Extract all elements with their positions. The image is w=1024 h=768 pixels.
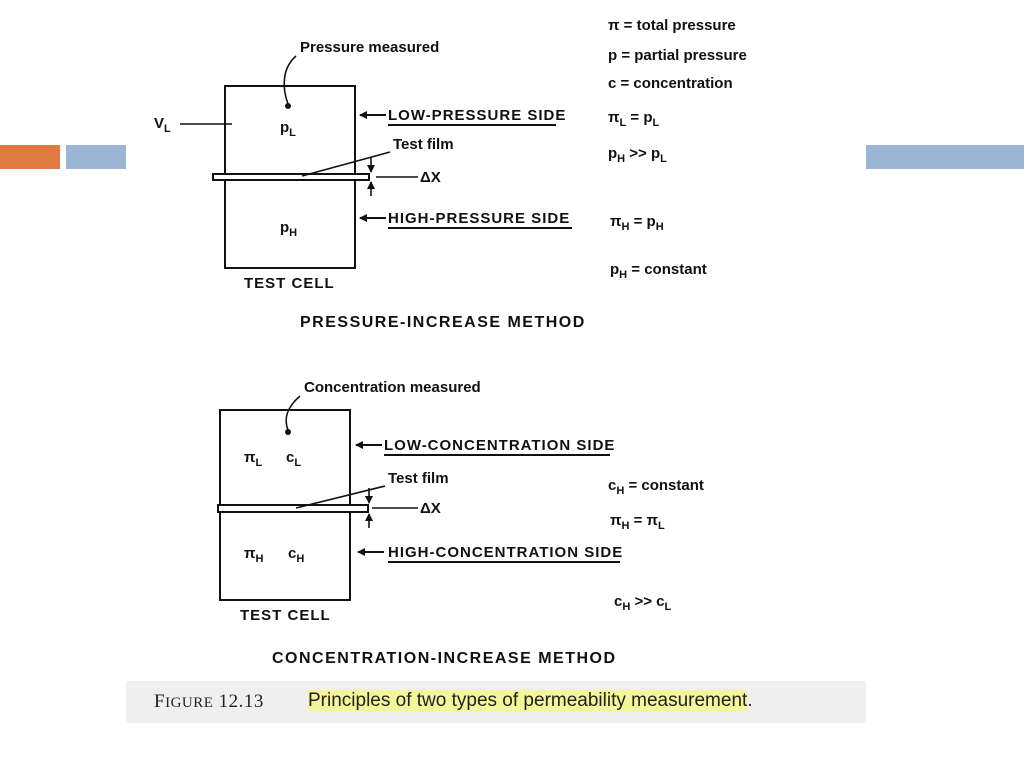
concentration-equations: cH = constant πH = πL cH >> cL <box>608 477 704 613</box>
eq-ch-much-greater-cl: cH >> cL <box>614 593 672 613</box>
legend-partial-pressure: p = partial pressure <box>608 47 747 64</box>
eq-ph-much-greater-pl: pH >> pL <box>608 145 667 165</box>
figure-caption: FIGURE 12.13 Principles of two types of … <box>126 681 866 723</box>
eq-ch-constant: cH = constant <box>608 477 704 497</box>
pl-label: pL <box>280 119 296 139</box>
eq-ph-constant: pH = constant <box>610 261 707 281</box>
pressure-measured-pointer <box>283 55 297 105</box>
test-film <box>212 173 370 181</box>
low-pressure-side-label: LOW-PRESSURE SIDE <box>388 107 566 124</box>
eq-pil-equals-pl: πL = pL <box>608 109 660 129</box>
highlighted-caption: Principles of two types of permeability … <box>308 690 748 711</box>
ph-label: pH <box>280 219 297 239</box>
concentration-method-title: CONCENTRATION-INCREASE METHOD <box>272 650 617 667</box>
test-film-leader <box>295 485 386 509</box>
delta-x-label: ΔX <box>420 169 441 186</box>
eq-pih-equals-ph: πH = pH <box>610 213 664 233</box>
accent-bar-blue-right <box>866 145 1024 169</box>
measure-point <box>285 429 291 435</box>
high-concentration-side-label: HIGH-CONCENTRATION SIDE <box>388 544 623 561</box>
pressure-method-title: PRESSURE-INCREASE METHOD <box>300 314 586 331</box>
concentration-measured-pointer <box>285 395 301 431</box>
test-film-leader <box>301 151 391 177</box>
measure-point <box>285 103 291 109</box>
test-film <box>217 504 369 513</box>
ch-label: cH <box>288 545 304 565</box>
delta-x-label: ΔX <box>420 500 441 517</box>
test-film-label: Test film <box>388 470 449 487</box>
concentration-measured-label: Concentration measured <box>304 379 481 396</box>
legend-concentration: c = concentration <box>608 75 733 92</box>
pil-label: πL <box>244 449 262 469</box>
symbol-legend: π = total pressure p = partial pressure … <box>608 17 747 92</box>
high-pressure-side-label: HIGH-PRESSURE SIDE <box>388 210 570 227</box>
pressure-increase-diagram: Pressure measured VL pL pH LOW-PRESSURE … <box>154 39 586 331</box>
test-cell-label: TEST CELL <box>244 275 335 292</box>
figure-number: FIGURE 12.13 <box>154 691 264 712</box>
caption-text: Principles of two types of permeability … <box>308 690 753 711</box>
low-concentration-side-label: LOW-CONCENTRATION SIDE <box>384 437 615 454</box>
pih-label: πH <box>244 545 263 565</box>
cl-label: cL <box>286 449 301 469</box>
legend-total-pressure: π = total pressure <box>608 17 736 34</box>
test-film-label: Test film <box>393 136 454 153</box>
accent-bar-blue-left <box>66 145 126 169</box>
accent-bar-orange <box>0 145 60 169</box>
vl-label: VL <box>154 115 171 135</box>
concentration-increase-diagram: Concentration measured πL cL πH cH LOW-C… <box>217 379 623 667</box>
eq-pih-equals-pil: πH = πL <box>610 512 665 532</box>
pressure-measured-label: Pressure measured <box>300 39 439 56</box>
pressure-equations: πL = pL pH >> pL πH = pH pH = constant <box>608 109 707 281</box>
test-cell-label: TEST CELL <box>240 607 331 624</box>
